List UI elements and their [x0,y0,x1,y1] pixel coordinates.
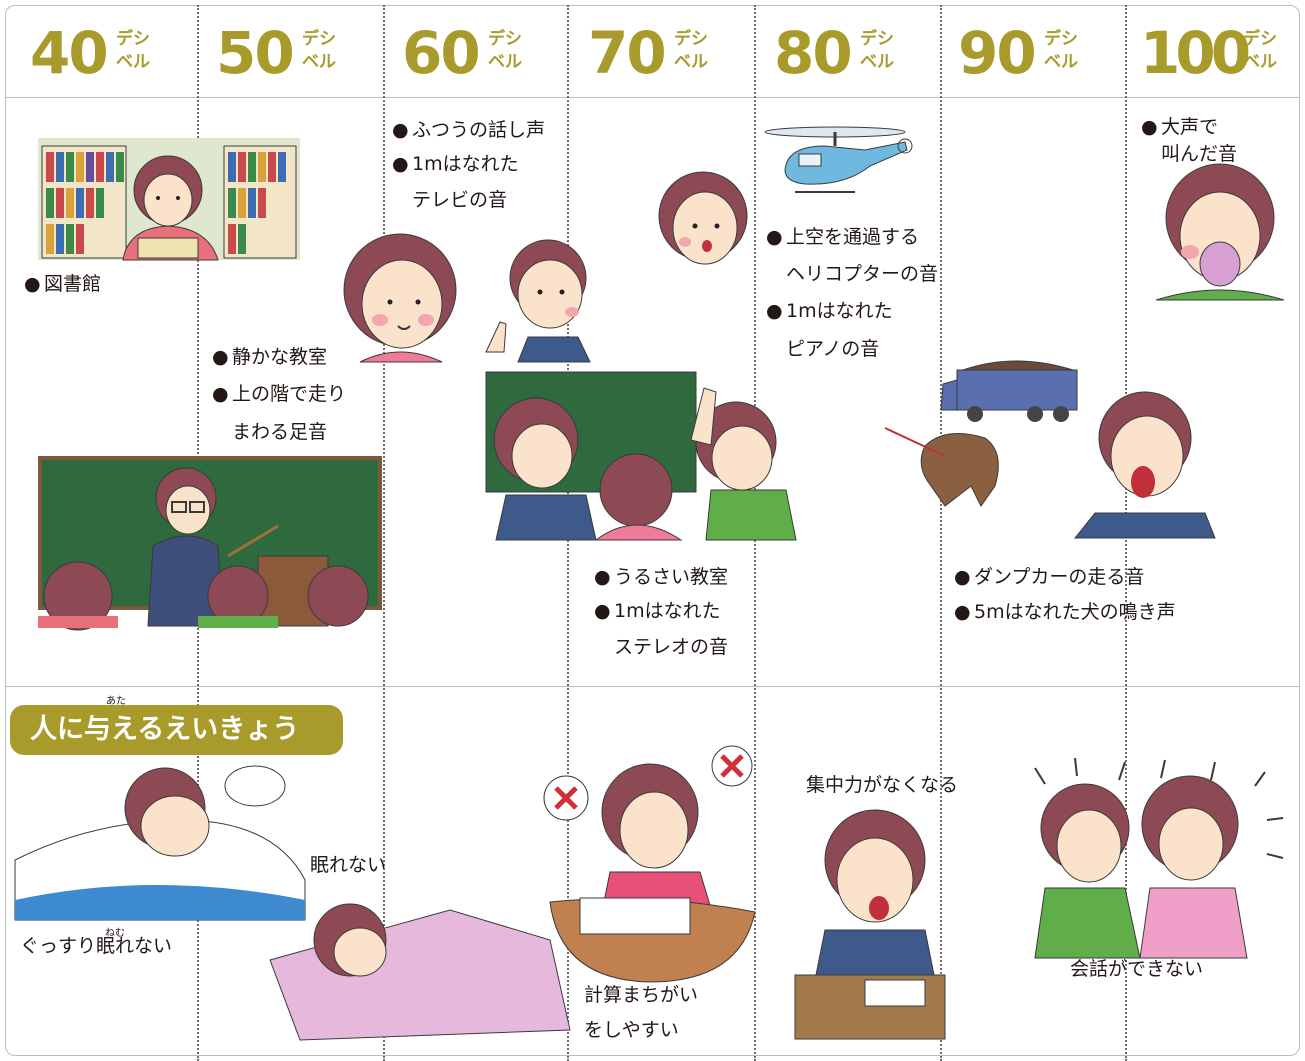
label-cant-sleep-well: ぐっすり眠れない [20,935,173,957]
man-talking-illustration [485,239,591,363]
label-calc-mistakes: 計算まちがい [584,984,699,1006]
label-shout: ●大声で [1141,116,1219,138]
label-quiet-classroom: ●静かな教室 [212,346,328,368]
woman-talking-illustration [343,233,457,363]
studying-girl-illustration [543,745,756,983]
label-upstairs-running: ●上の階で走り [212,383,347,405]
decibel-value: 80 [774,19,853,87]
sleep-ruby: ねむ [105,928,125,939]
decibel-value: 90 [958,19,1037,87]
section-divider [5,686,1300,687]
decibel-unit: デシベル [302,29,336,72]
decibel-unit: デシベル [860,29,894,72]
label-dog: ●5mはなれた犬の鳴き声 [954,601,1176,623]
title-ruby: あた [106,696,126,707]
conversation-illustration [1034,757,1284,959]
restless-girl-illustration [269,903,571,1041]
label-stereo: ●1mはなれた [594,600,721,622]
quiet-classroom-illustration [38,456,382,631]
distracted-boy-illustration [794,809,946,1040]
shouting-boy-illustration [1073,391,1216,539]
label-library: ●図書館 [24,273,102,295]
noisy-classroom-illustration [485,371,797,541]
label-noisy-classroom: ●うるさい教室 [594,566,729,588]
sleeping-boy-illustration [14,765,306,921]
label-tv: ●1mはなれた [392,153,519,175]
decibel-unit: デシベル [116,29,150,72]
surprised-girl-illustration [658,171,748,265]
helicopter-illustration [764,126,913,193]
label-helicopter-2: ヘリコプターの音 [786,263,939,285]
decibel-value: 40 [30,19,109,87]
label-shout-2: 叫んだ音 [1161,143,1238,165]
decibel-unit: デシベル [1243,29,1277,72]
decibel-unit: デシベル [1044,29,1078,72]
decibel-value: 100 [1140,19,1251,87]
label-dump-truck: ●ダンプカーの走る音 [954,566,1145,588]
label-lose-focus: 集中力がなくなる [806,774,959,796]
library-illustration [38,138,300,261]
decibel-value: 50 [216,19,295,87]
truck-dog-illustration [884,360,1078,507]
label-cant-sleep: 眠れない [310,854,387,876]
effects-title: 人に与えるえいきょう [30,714,300,745]
outer-frame [5,5,1300,1056]
decibel-unit: デシベル [674,29,708,72]
label-cant-converse: 会話ができない [1070,958,1204,980]
decibel-unit: デシベル [488,29,522,72]
column-divider [940,5,942,1061]
label-tv-2: テレビの音 [412,189,508,211]
label-normal-talk: ●ふつうの話し声 [392,119,546,141]
shouting-girl-illustration [1155,163,1285,301]
column-divider [383,5,385,1061]
effects-title-badge: 人に与えるえいきょう [10,705,343,755]
label-piano-2: ピアノの音 [786,338,880,360]
label-piano: ●1mはなれた [766,300,893,322]
decibel-value: 70 [588,19,667,87]
header-divider [5,97,1300,98]
label-helicopter: ●上空を通過する [766,226,920,248]
label-upstairs-running-2: まわる足音 [232,421,328,443]
decibel-value: 60 [402,19,481,87]
label-calc-mistakes-2: をしやすい [584,1019,679,1041]
label-stereo-2: ステレオの音 [614,636,729,658]
